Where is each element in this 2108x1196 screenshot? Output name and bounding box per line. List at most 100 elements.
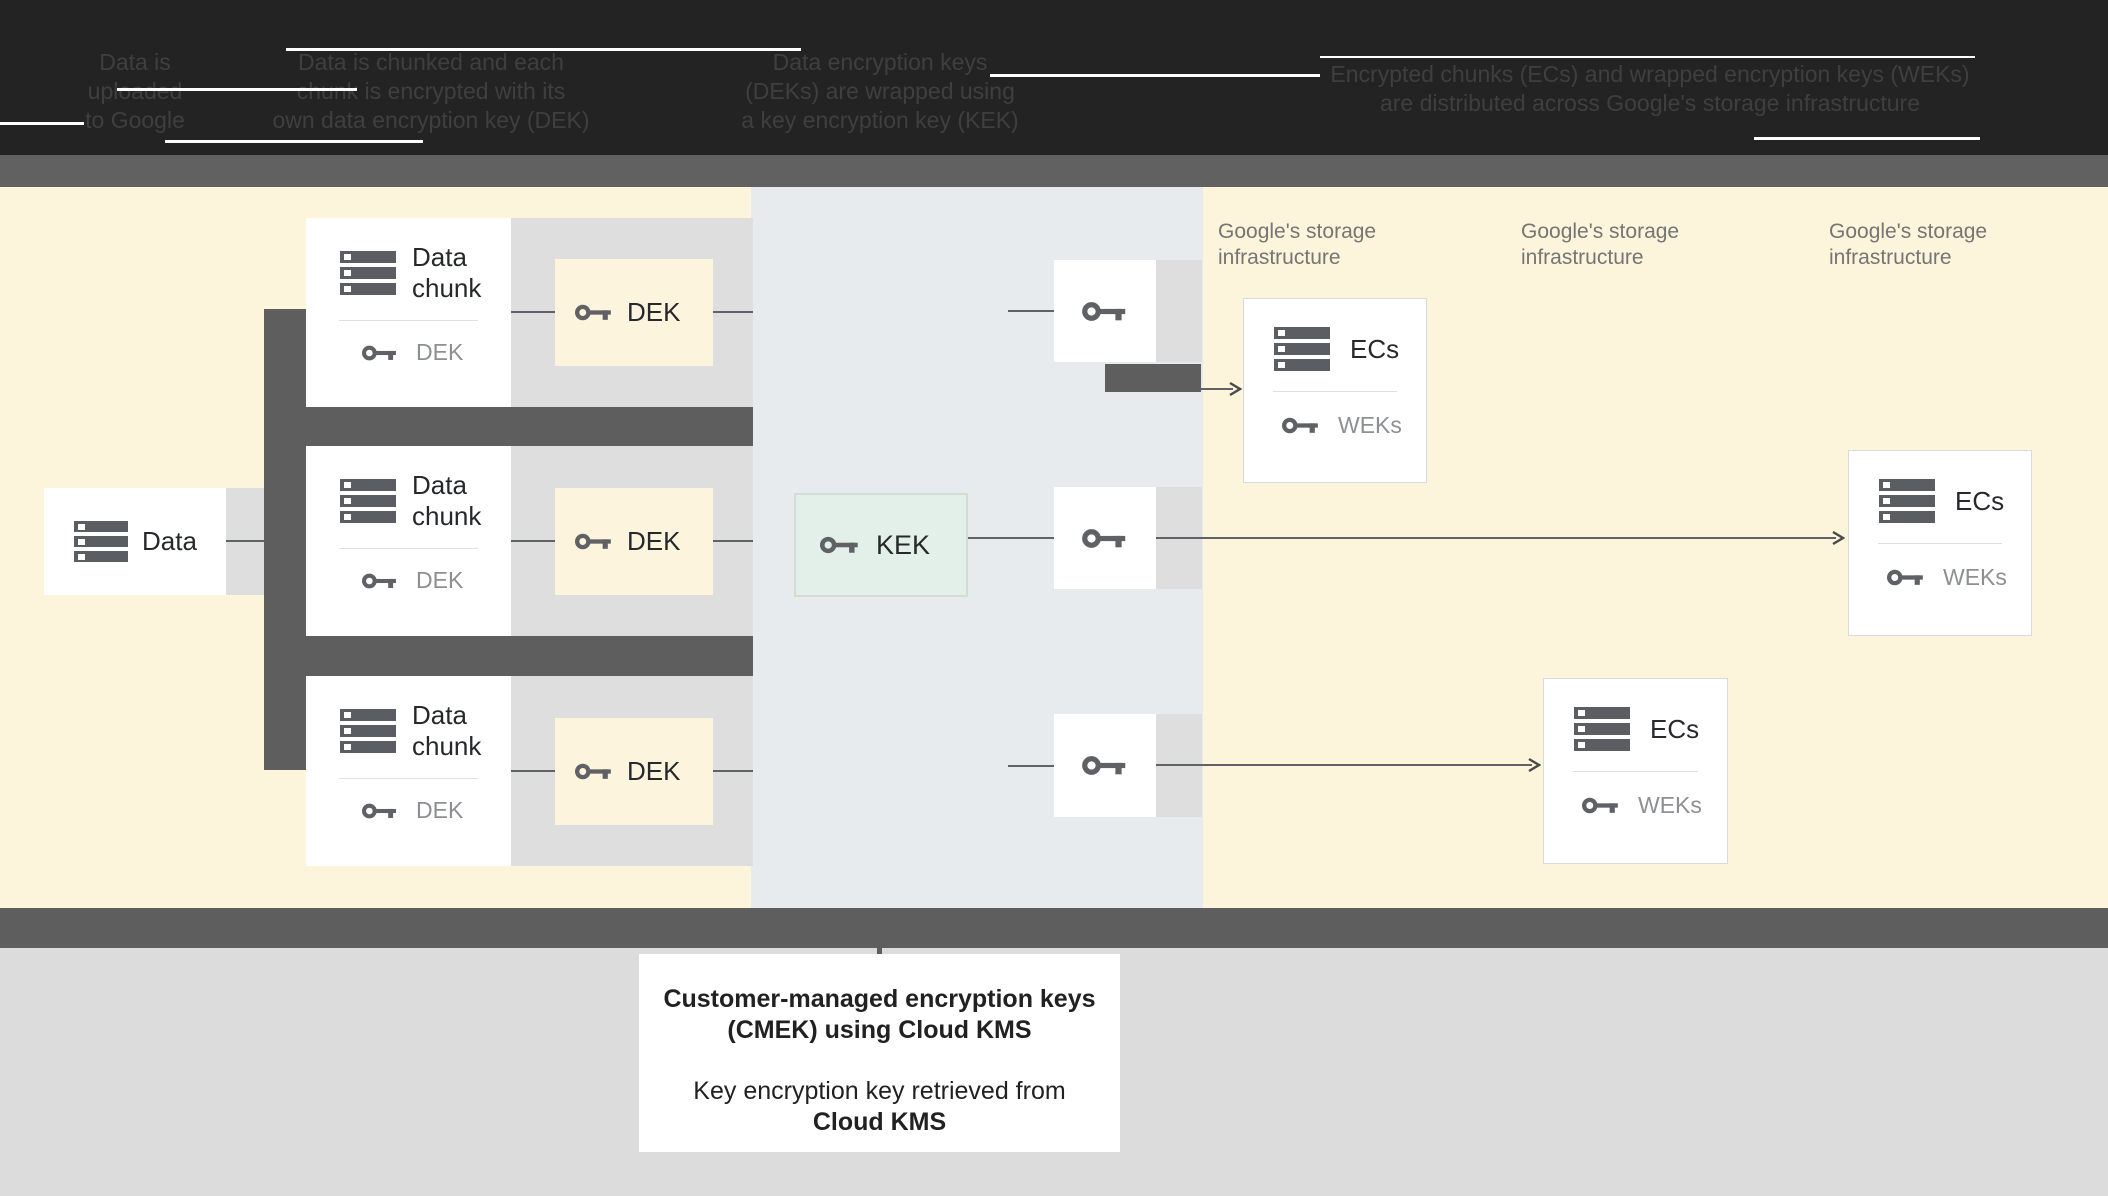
dek-label: DEK xyxy=(627,297,681,327)
header-artifact-line xyxy=(286,48,801,51)
data-box-label: Data xyxy=(142,526,197,556)
header-step-3-line1: Data encryption keys xyxy=(772,49,988,75)
arrow-line-1 xyxy=(1201,388,1233,390)
chunk-dek-label: DEK xyxy=(416,567,464,593)
caption-title-line2: (CMEK) using Cloud KMS xyxy=(727,1016,1032,1044)
ecs-list-icon xyxy=(1879,479,1935,523)
connector-chunk1-dek1 xyxy=(511,311,555,313)
connector-data-fork xyxy=(226,540,264,542)
ecs-box-2: ECs WEKs xyxy=(1848,450,2032,636)
key-icon xyxy=(1282,417,1318,434)
ecs-box-1: ECs WEKs xyxy=(1243,298,1427,483)
arrow-line-3 xyxy=(1156,764,1532,766)
kek-label: KEK xyxy=(876,529,931,560)
dark-connector-band-1 xyxy=(264,407,753,446)
caption-connector-notch xyxy=(877,946,882,956)
header-step-2-line2: chunk is encrypted with its xyxy=(296,78,566,104)
header-step-1-line3: to Google xyxy=(85,107,185,133)
top-gray-band xyxy=(0,155,2108,187)
connector-in-wrap1 xyxy=(1008,310,1054,312)
dek-label: DEK xyxy=(627,756,681,786)
ecs-weks-label: WEKs xyxy=(1943,564,2007,590)
wrap-key-box-3 xyxy=(1054,714,1156,817)
header-step-4: Encrypted chunks (ECs) and wrapped encry… xyxy=(1320,60,1980,118)
header-step-3-line2: (DEKs) are wrapped using xyxy=(745,78,1015,104)
key-icon xyxy=(1082,756,1126,775)
caption-subtitle-line1: Key encryption key retrieved from xyxy=(693,1077,1066,1105)
connector-dek3-out xyxy=(711,770,753,772)
header-artifact-line xyxy=(0,122,84,125)
data-list-icon xyxy=(74,521,128,562)
key-icon xyxy=(1082,301,1126,321)
chunk-list-icon xyxy=(340,251,396,295)
connector-kek-wrap2 xyxy=(968,537,1054,539)
key-icon xyxy=(1887,569,1923,586)
chunk-divider xyxy=(338,548,479,549)
chunk-divider xyxy=(338,320,479,321)
ecs-box-3: ECs WEKs xyxy=(1543,678,1728,864)
ecs-divider xyxy=(1273,391,1397,392)
header-band: Data is uploaded to Google Data is chunk… xyxy=(0,0,2108,155)
connector-dek2-out xyxy=(711,540,753,542)
ecs-divider xyxy=(1878,543,2002,544)
wrap-stub-1 xyxy=(1156,260,1202,362)
key-icon xyxy=(1582,797,1618,814)
chunk-list-icon xyxy=(340,479,396,523)
caption-subtitle-line2: Cloud KMS xyxy=(812,1108,947,1136)
connector-chunk3-dek3 xyxy=(511,770,555,772)
connector-chunk2-dek2 xyxy=(511,540,555,542)
ecs-title: ECs xyxy=(1650,713,1700,744)
header-step-4-line2: are distributed across Google's storage … xyxy=(1379,90,1921,116)
caption-box: Customer-managed encryption keys (CMEK) … xyxy=(639,954,1120,1152)
caption-title-line1: Customer-managed encryption keys xyxy=(663,985,1096,1013)
wrap-key-box-2 xyxy=(1054,487,1156,589)
arrowhead-3 xyxy=(1528,757,1541,773)
header-artifact-line xyxy=(1320,56,1975,58)
dek-box-3: DEK xyxy=(555,718,713,825)
ecs-title: ECs xyxy=(1350,333,1400,364)
key-icon xyxy=(575,763,611,780)
key-icon xyxy=(575,533,611,550)
header-artifact-line xyxy=(990,74,1320,77)
ecs-list-icon xyxy=(1274,327,1330,371)
key-icon xyxy=(1082,528,1126,548)
dek-box-1: DEK xyxy=(555,259,713,366)
arrowhead-2 xyxy=(1832,530,1845,546)
chunk-list-icon xyxy=(340,709,396,753)
header-artifact-line xyxy=(1754,137,1980,140)
header-step-4-line1: Encrypted chunks (ECs) and wrapped encry… xyxy=(1330,61,1970,87)
header-artifact-line xyxy=(117,88,357,91)
ecs-title: ECs xyxy=(1955,485,2005,516)
ecs-divider xyxy=(1573,771,1698,772)
header-step-1-line2: uploaded xyxy=(87,78,183,104)
header-step-2: Data is chunked and each chunk is encryp… xyxy=(241,48,621,135)
ecs-weks-label: WEKs xyxy=(1338,412,1402,438)
fork-vertical-bar xyxy=(264,309,307,770)
connector-in-wrap3 xyxy=(1008,765,1054,767)
header-artifact-line xyxy=(165,140,423,143)
header-step-1: Data is uploaded to Google xyxy=(15,48,255,135)
bottom-gray-band xyxy=(0,908,2108,948)
dek-box-2: DEK xyxy=(555,488,713,595)
arrowhead-1 xyxy=(1229,381,1242,397)
key-icon xyxy=(362,573,396,588)
data-box: Data xyxy=(44,488,226,595)
connector-dek1-out xyxy=(711,311,753,313)
chunk-dek-label: DEK xyxy=(416,797,464,823)
key-icon xyxy=(362,803,396,818)
chunk-divider xyxy=(338,778,479,779)
dek-label: DEK xyxy=(627,526,681,556)
header-step-1-line1: Data is xyxy=(99,49,171,75)
wrap-elbow-bar xyxy=(1105,364,1201,392)
ecs-weks-label: WEKs xyxy=(1638,792,1702,818)
